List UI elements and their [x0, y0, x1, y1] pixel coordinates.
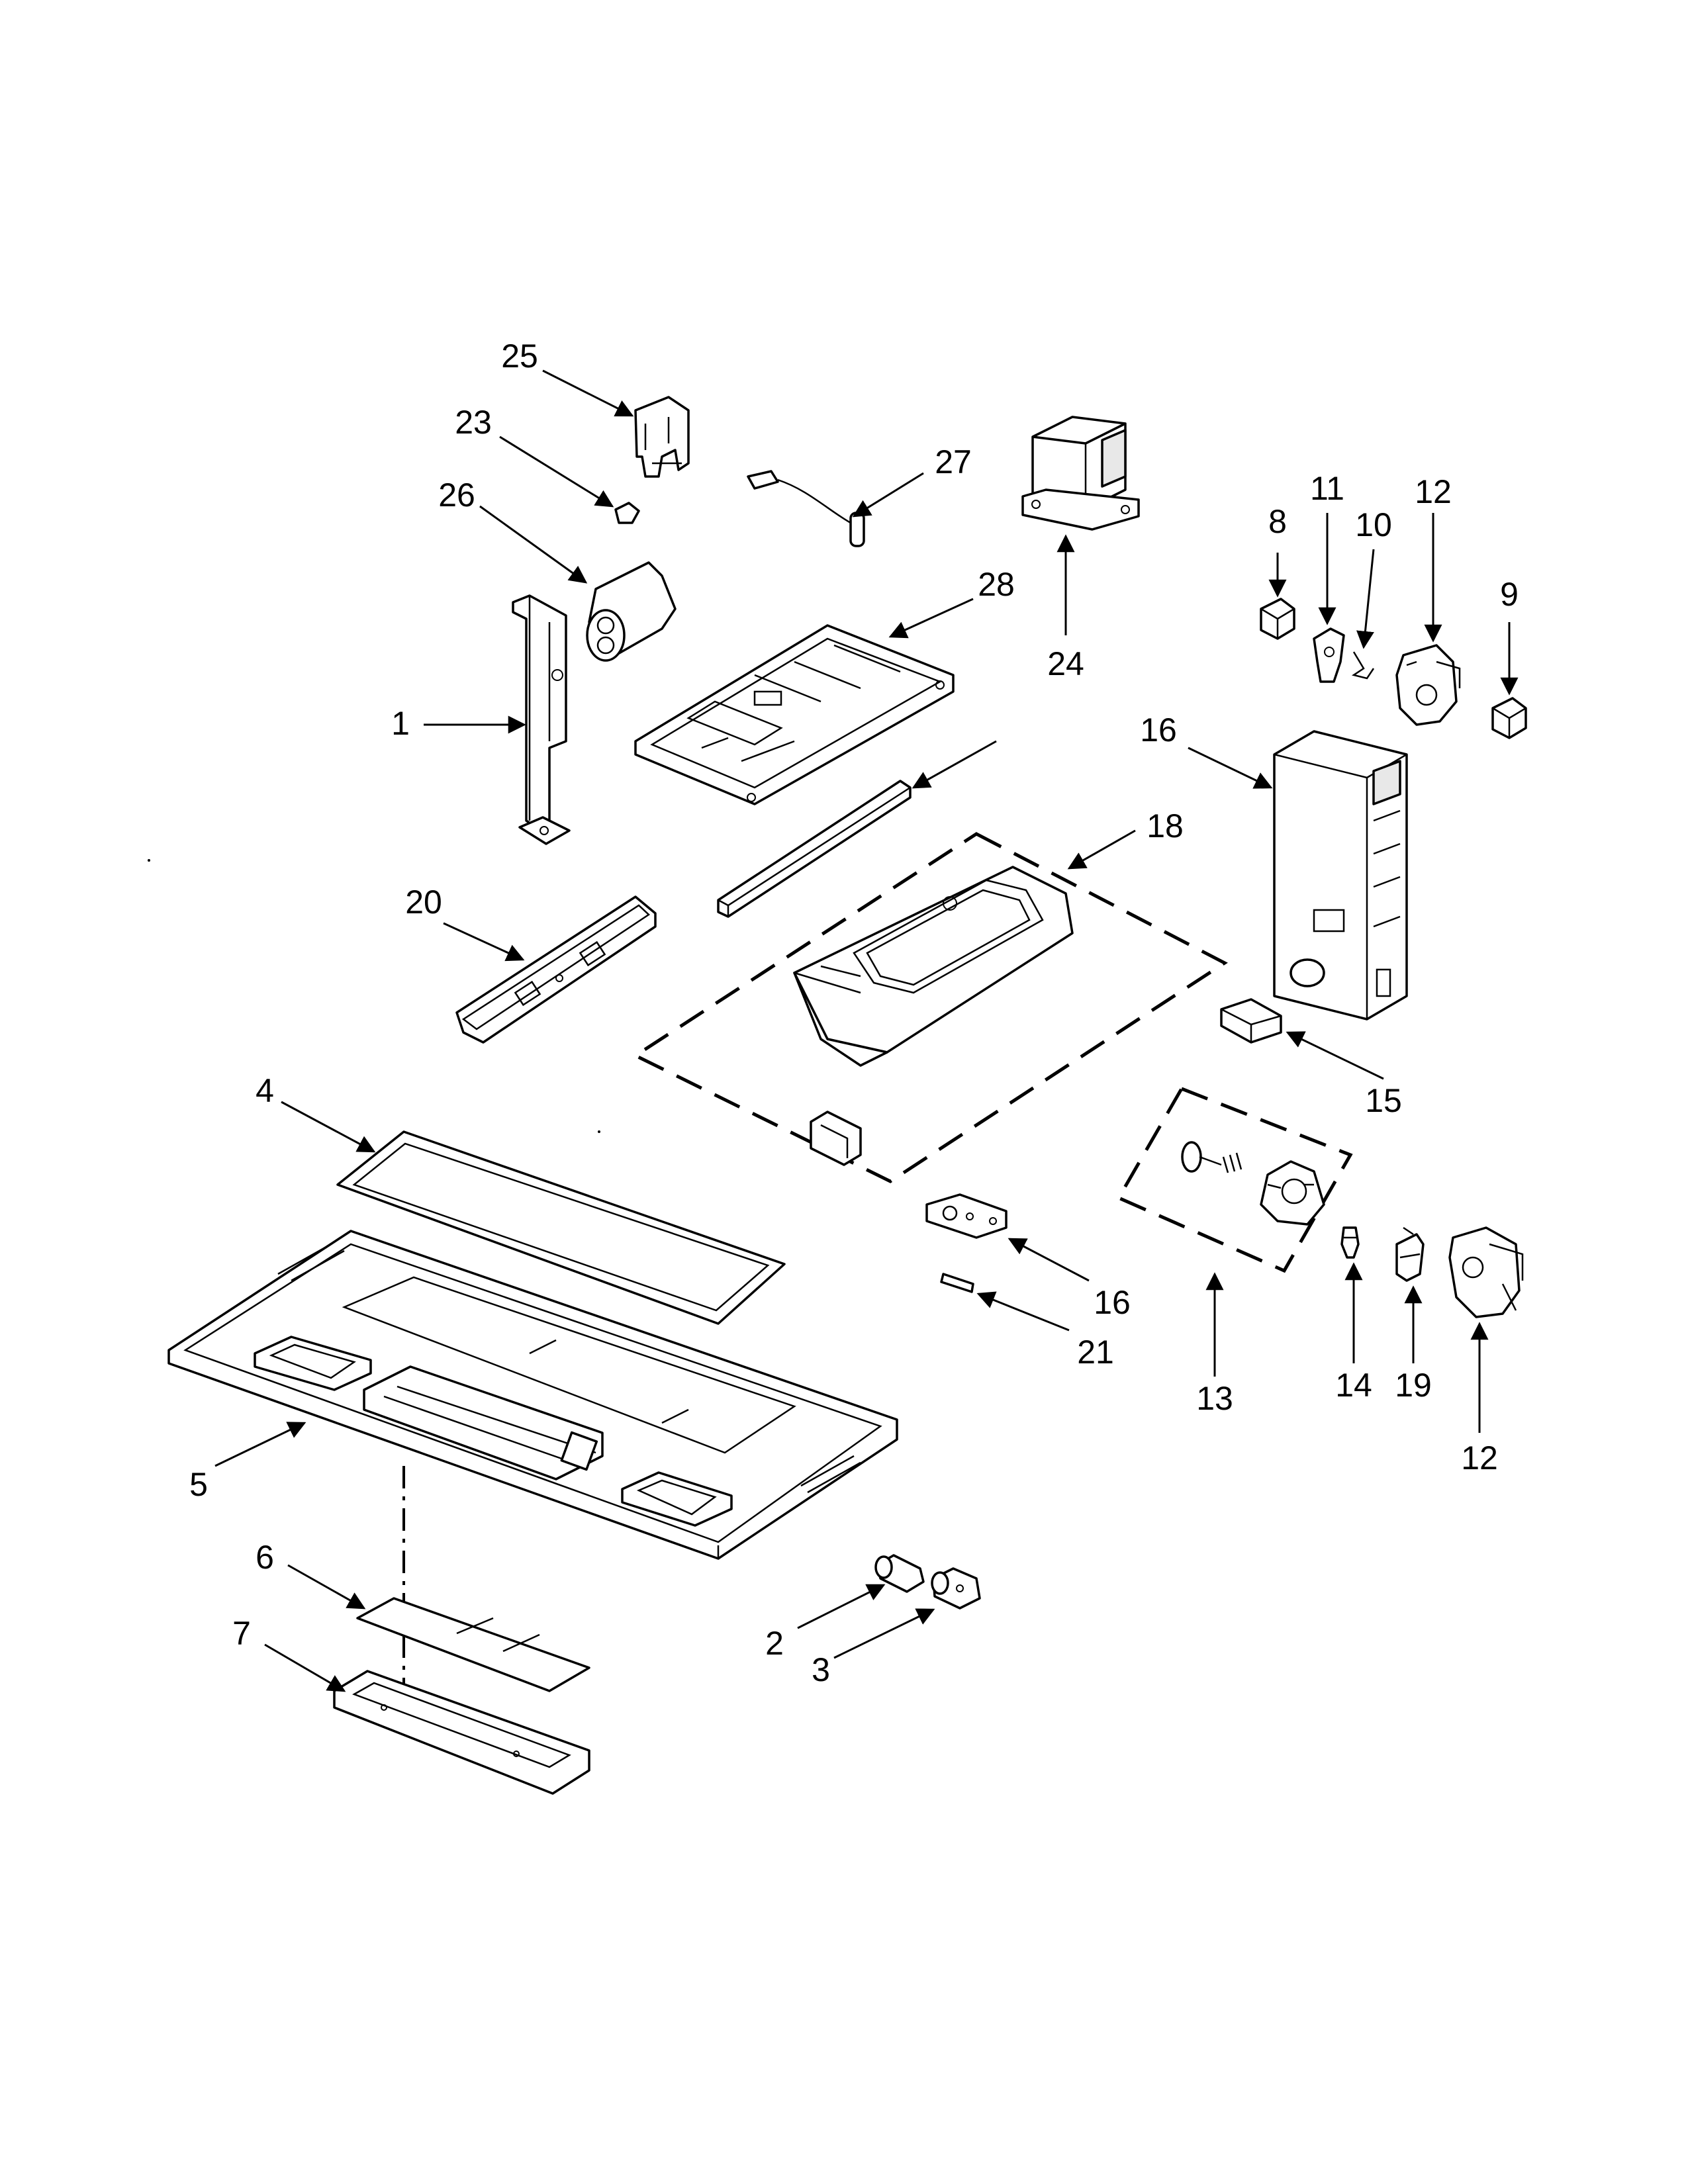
- callout-19: 19: [1395, 1367, 1432, 1404]
- callout-3: 3: [812, 1651, 830, 1688]
- callout-17: 16: [1140, 711, 1177, 749]
- callout-15: 15: [1365, 1082, 1402, 1119]
- part-transformer: [1021, 416, 1140, 531]
- part-control-box: [1273, 730, 1408, 1021]
- callout-24: 25: [501, 338, 538, 375]
- callout-12-upper: 12: [1415, 473, 1452, 510]
- callout-9: 9: [1500, 576, 1519, 613]
- part-switch-9: [1491, 697, 1527, 739]
- part-interlock-holder-upper: [1395, 644, 1461, 726]
- part-interlock-holder-lower: [1448, 1226, 1524, 1318]
- part-fan-motor-group: [1116, 1086, 1353, 1273]
- part-pin: [940, 1273, 974, 1293]
- callout-23: 24: [1047, 645, 1084, 682]
- callout-4: 4: [256, 1072, 274, 1109]
- part-lamp-holder: [931, 1567, 981, 1610]
- leader-arrows: [214, 369, 1519, 1692]
- callout-13: 13: [1196, 1380, 1233, 1417]
- part-light-lens: [356, 1597, 590, 1692]
- callout-16: 16: [1094, 1284, 1131, 1321]
- callout-1: 1: [391, 705, 410, 742]
- part-clip: [614, 502, 640, 524]
- part-latch: [1313, 627, 1345, 683]
- part-spring: [1351, 651, 1375, 680]
- part-plug: [1340, 1226, 1360, 1259]
- callout-10: 10: [1355, 506, 1392, 543]
- part-bar-strip: [717, 780, 912, 918]
- part-door-switch-bracket: [634, 396, 690, 478]
- callout-7: 7: [232, 1615, 251, 1652]
- callout-12-lower: 12: [1461, 1439, 1498, 1477]
- part-small-block: [1220, 998, 1282, 1044]
- part-mounting-plate: [634, 624, 955, 805]
- part-switch-8: [1260, 598, 1295, 640]
- callout-22: 23: [455, 404, 492, 441]
- part-switch-19: [1395, 1226, 1425, 1282]
- part-wire-harness: [747, 470, 865, 547]
- callout-labels: 25 23 26 27 28 24 8 11 10 12 9 1 16 18 2…: [189, 338, 1519, 1688]
- callout-21: 21: [1077, 1334, 1114, 1371]
- callout-8: 8: [1268, 503, 1287, 540]
- part-bottom-plate: [167, 1230, 898, 1560]
- part-capacitor: [586, 561, 677, 662]
- callout-18: 18: [1147, 807, 1184, 844]
- part-vent-bracket: [455, 895, 657, 1044]
- speck: [148, 859, 150, 862]
- callout-20: 20: [405, 884, 442, 921]
- part-light-frame: [333, 1670, 590, 1795]
- part-blower-housing-group: [632, 832, 1228, 1183]
- speck: [598, 1130, 600, 1133]
- callout-5: 5: [189, 1466, 208, 1503]
- callout-26: 27: [935, 443, 972, 480]
- callout-2: 2: [765, 1625, 784, 1662]
- part-vertical-bracket: [512, 594, 571, 845]
- callout-6: 6: [256, 1539, 274, 1576]
- callout-25: 26: [438, 477, 475, 514]
- part-sensor-bracket: [925, 1193, 1008, 1239]
- callout-11: 11: [1310, 470, 1344, 507]
- part-grease-filter: [336, 1130, 786, 1325]
- callout-27: 28: [978, 566, 1015, 603]
- callout-14: 14: [1335, 1367, 1372, 1404]
- part-lamp-socket: [874, 1554, 925, 1593]
